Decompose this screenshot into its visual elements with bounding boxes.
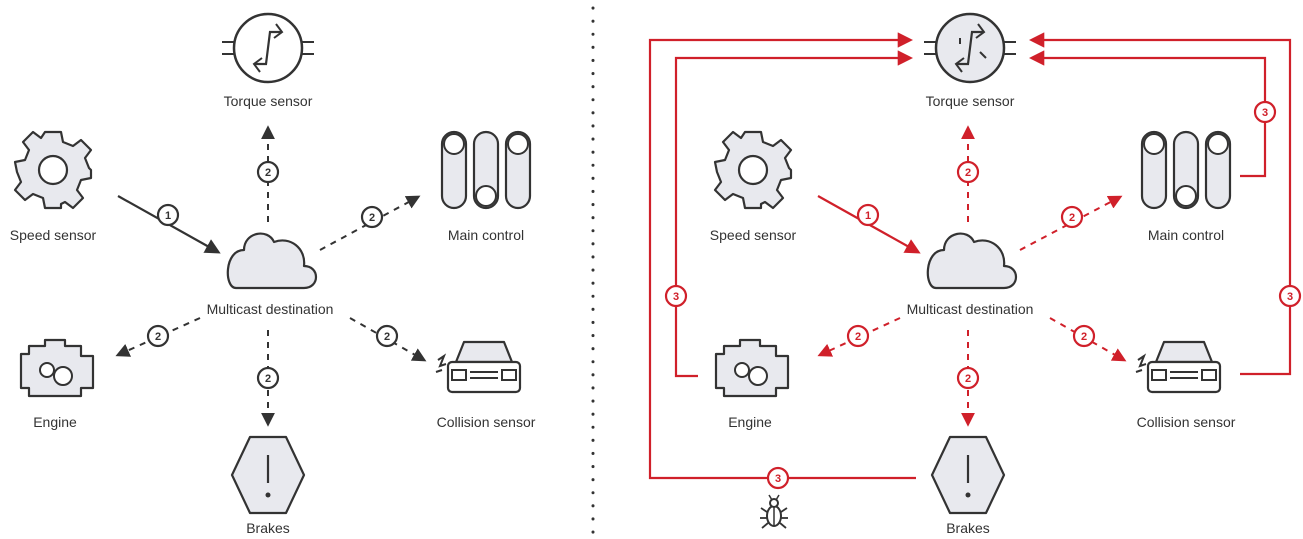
- engine-icon: [714, 338, 790, 398]
- torque-sensor-label: Torque sensor: [224, 93, 313, 109]
- cloud-icon: [226, 232, 318, 290]
- torque-sensor-icon: [924, 12, 1016, 84]
- cloud-icon: [926, 232, 1018, 290]
- svg-text:2: 2: [855, 331, 861, 343]
- left-badge-1: 1: [156, 203, 180, 227]
- svg-text:2: 2: [265, 167, 271, 179]
- multicast-label: Multicast destination: [907, 301, 1034, 317]
- svg-text:2: 2: [1069, 212, 1075, 224]
- right-badge-3-top-right: 3: [1253, 100, 1277, 124]
- left-badge-2-main: 2: [360, 205, 384, 229]
- multicast-label: Multicast destination: [207, 301, 334, 317]
- edge-multicast-to-engine: [817, 317, 901, 357]
- right-badge-2-brakes: 2: [956, 366, 980, 390]
- svg-text:3: 3: [673, 291, 679, 303]
- warning-hexagon-icon: [930, 435, 1006, 515]
- torque-sensor-icon: [222, 12, 314, 84]
- cylinders-icon: [440, 130, 532, 210]
- edge-multicast-to-engine: [115, 317, 201, 357]
- right-badge-1: 1: [856, 203, 880, 227]
- gear-icon: [13, 130, 93, 210]
- cylinders-icon: [1140, 130, 1232, 210]
- car-icon: [1135, 340, 1222, 394]
- svg-text:3: 3: [1262, 107, 1268, 119]
- right-badge-3-bottom: 3: [766, 466, 790, 490]
- left-badge-2-engine: 2: [146, 324, 170, 348]
- edge-multicast-to-collision: [349, 317, 427, 362]
- left-panel: 1 2 2 2 2 2: [10, 12, 536, 536]
- right-badge-2-engine: 2: [846, 324, 870, 348]
- right-badge-3-left: 3: [664, 284, 688, 308]
- warning-hexagon-icon: [230, 435, 306, 515]
- bug-icon: [760, 494, 788, 529]
- speed-sensor-label: Speed sensor: [710, 227, 797, 243]
- engine-label: Engine: [728, 414, 772, 430]
- gear-icon: [713, 130, 793, 210]
- svg-text:1: 1: [165, 210, 171, 222]
- engine-icon: [19, 338, 95, 398]
- car-icon: [435, 340, 522, 394]
- engine-label: Engine: [33, 414, 77, 430]
- main-control-label: Main control: [448, 227, 524, 243]
- svg-text:2: 2: [965, 167, 971, 179]
- brakes-label: Brakes: [946, 520, 990, 536]
- main-control-label: Main control: [1148, 227, 1224, 243]
- svg-text:3: 3: [775, 473, 781, 485]
- svg-text:3: 3: [1287, 291, 1293, 303]
- path-collision-to-torque: [1028, 32, 1292, 376]
- left-badge-2-torque: 2: [256, 160, 280, 184]
- right-badge-3-right: 3: [1278, 284, 1302, 308]
- svg-text:2: 2: [369, 212, 375, 224]
- svg-text:2: 2: [1081, 331, 1087, 343]
- svg-text:2: 2: [265, 373, 271, 385]
- path-brakes-to-torque: [648, 32, 916, 480]
- svg-text:2: 2: [384, 331, 390, 343]
- collision-sensor-label: Collision sensor: [437, 414, 536, 430]
- edge-multicast-to-collision: [1049, 317, 1127, 362]
- right-badge-2-torque: 2: [956, 160, 980, 184]
- right-panel: 1 2 2 2 2 2 3 3: [648, 12, 1302, 536]
- path-engine-to-torque: [674, 50, 914, 378]
- torque-sensor-label: Torque sensor: [926, 93, 1015, 109]
- brakes-label: Brakes: [246, 520, 290, 536]
- left-badge-2-collision: 2: [375, 324, 399, 348]
- right-badge-2-collision: 2: [1072, 324, 1096, 348]
- svg-text:2: 2: [965, 373, 971, 385]
- speed-sensor-label: Speed sensor: [10, 227, 97, 243]
- left-badge-2-brakes: 2: [256, 366, 280, 390]
- svg-text:2: 2: [155, 331, 161, 343]
- collision-sensor-label: Collision sensor: [1137, 414, 1236, 430]
- svg-text:1: 1: [865, 210, 871, 222]
- right-badge-2-main: 2: [1060, 205, 1084, 229]
